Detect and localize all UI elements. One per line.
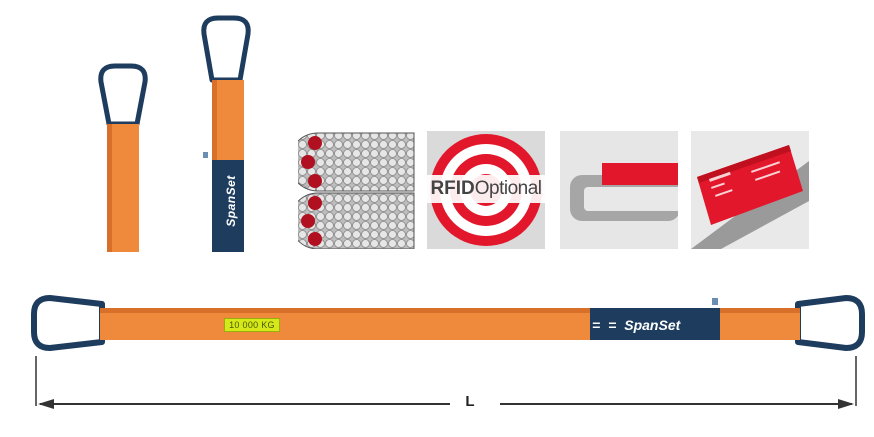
vertical-brand-logo: SpanSet: [224, 161, 242, 241]
cross-section-icon: [298, 132, 415, 249]
logo-stripes: = =: [592, 317, 619, 333]
tag-closeup-icon: [691, 131, 809, 249]
thumbnail-rfid[interactable]: RFIDOptional: [427, 131, 545, 249]
rfid-label-light: Optional: [474, 178, 542, 199]
logo-text-horizontal: SpanSet: [624, 317, 681, 333]
thumbnail-tag-closeup[interactable]: [691, 131, 809, 249]
vertical-sling-branded: [198, 14, 258, 252]
horizontal-sling: [28, 294, 868, 354]
rfid-target-icon: [427, 134, 545, 246]
dimension-label-text: L: [465, 393, 475, 410]
thumbnail-label-detail[interactable]: [560, 131, 678, 249]
dimension-line: [30, 356, 864, 416]
load-capacity-text: 10 000 KG: [229, 320, 275, 330]
vertical-sling-plain: [95, 62, 155, 252]
rfid-label-bold: RFID: [430, 178, 475, 199]
horizontal-brand-logo: = = SpanSet: [592, 314, 712, 336]
dimension-label: L: [455, 393, 485, 410]
rfid-label: RFIDOptional: [427, 177, 545, 201]
label-detail-icon: [560, 131, 678, 249]
logo-text: SpanSet: [224, 175, 238, 227]
load-capacity-label: 10 000 KG: [224, 318, 280, 332]
thumbnail-cross-section[interactable]: [298, 131, 416, 249]
